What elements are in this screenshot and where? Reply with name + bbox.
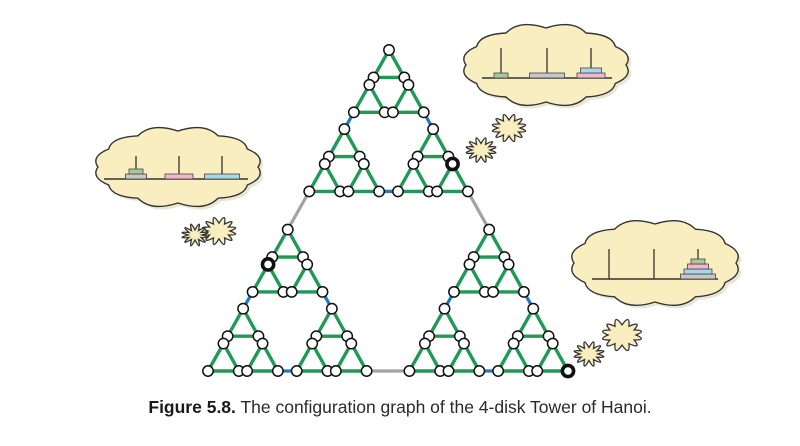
- graph-node: [383, 44, 395, 56]
- graph-node: [281, 223, 294, 236]
- graph-node: [217, 337, 230, 350]
- hanoi-disk: [576, 72, 606, 79]
- graph-node: [473, 365, 486, 377]
- graph-node: [329, 365, 342, 377]
- graph-node: [241, 365, 254, 377]
- graph-node: [507, 337, 520, 350]
- figure-label: Figure 5.8.: [148, 397, 236, 417]
- graph-node: [303, 185, 316, 198]
- thought-bubble-left-state: [95, 126, 264, 247]
- thought-puff: [201, 216, 237, 246]
- thought-puff: [465, 137, 497, 163]
- graph-node: [237, 302, 250, 315]
- graph-node: [363, 78, 376, 91]
- graph-node: [463, 258, 476, 271]
- graph-node: [487, 285, 500, 298]
- graph-node: [517, 285, 530, 298]
- graph-node: [347, 106, 360, 119]
- thought-bubble-body: [571, 219, 739, 307]
- hanoi-disk: [164, 173, 194, 180]
- graph-node: [290, 365, 303, 377]
- thought-bubble-body: [95, 126, 261, 208]
- graph-nodes: [202, 44, 576, 379]
- highlighted-node: [260, 257, 276, 272]
- hanoi-disk: [125, 173, 147, 180]
- thought-bubble-bottom-right-state: [571, 219, 742, 367]
- figure-caption: Figure 5.8. The configuration graph of t…: [0, 397, 800, 418]
- thought-bubble-top-right-state: [463, 23, 632, 163]
- highlighted-node: [445, 156, 460, 172]
- graph-node: [458, 337, 470, 350]
- graph-node: [417, 106, 430, 119]
- graph-node: [306, 337, 319, 350]
- graph-node: [403, 365, 416, 377]
- graph-node: [318, 158, 331, 170]
- hanoi-disk: [580, 67, 602, 74]
- graph-node: [342, 185, 355, 198]
- graph-node: [527, 302, 540, 315]
- graph-node: [448, 285, 460, 298]
- hanoi-disk: [687, 263, 709, 270]
- graph-node: [387, 106, 399, 119]
- graph-node: [202, 365, 214, 377]
- configuration-graph: [202, 44, 576, 379]
- hanoi-disk: [204, 173, 240, 180]
- highlighted-node: [560, 363, 576, 379]
- graph-node: [492, 365, 505, 377]
- thought-puff: [601, 318, 643, 352]
- graph-node: [392, 185, 404, 198]
- graph-node: [316, 285, 329, 298]
- graph-node: [325, 302, 338, 315]
- graph-node: [338, 123, 351, 136]
- graph-node: [431, 185, 444, 198]
- graph-node: [246, 285, 259, 298]
- graph-node: [438, 302, 451, 315]
- graph-node: [442, 365, 455, 377]
- hanoi-disk: [493, 72, 509, 79]
- graph-node: [360, 365, 373, 377]
- thought-puff: [181, 223, 209, 247]
- figure-caption-text: The configuration graph of the 4-disk To…: [235, 397, 652, 417]
- graph-node: [373, 185, 386, 198]
- graph-node: [483, 223, 496, 236]
- thought-puff: [573, 341, 605, 367]
- graph-node: [271, 365, 284, 377]
- graph-edge: [466, 189, 491, 232]
- graph-node: [531, 365, 544, 377]
- thought-puff: [491, 113, 527, 143]
- graph-edge: [286, 189, 311, 232]
- graph-node: [402, 78, 415, 91]
- thought-bubble-body: [463, 23, 629, 107]
- hanoi-disk: [128, 168, 144, 175]
- hanoi-disk: [680, 273, 716, 280]
- hanoi-disk: [683, 268, 713, 275]
- graph-node: [357, 158, 370, 170]
- graph-node: [502, 258, 515, 271]
- graph-node: [427, 123, 440, 136]
- graph-node: [461, 185, 474, 198]
- graph-node: [345, 337, 358, 350]
- thought-bubbles: [95, 23, 742, 367]
- graph-node: [285, 285, 298, 298]
- hanoi-disk: [529, 72, 565, 79]
- graph-node: [256, 337, 269, 350]
- graph-node: [418, 337, 431, 350]
- graph-node: [407, 158, 420, 170]
- graph-node: [546, 337, 559, 350]
- hanoi-disk: [690, 258, 706, 265]
- graph-node: [301, 258, 314, 271]
